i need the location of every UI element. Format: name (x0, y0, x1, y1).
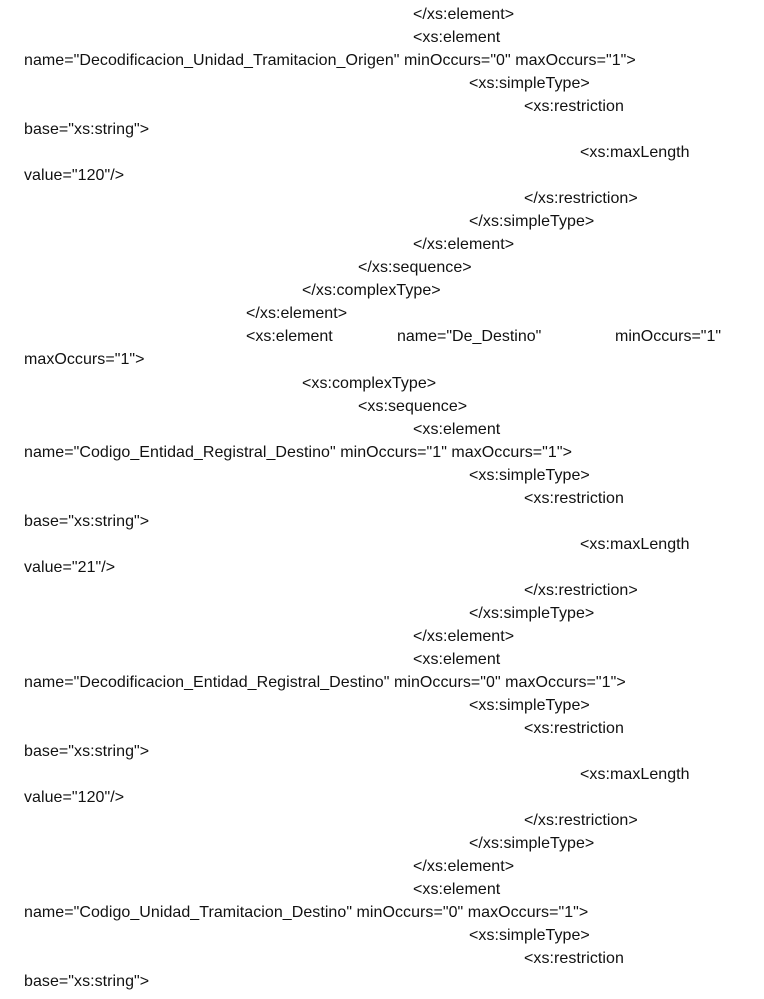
code-line: <xs:restriction (524, 490, 624, 507)
code-line: <xs:restriction (524, 950, 624, 967)
code-line: <xs:restriction (524, 98, 624, 115)
code-line: </xs:restriction> (524, 190, 638, 207)
code-line: name="Decodificacion_Entidad_Registral_D… (24, 674, 626, 691)
code-line: name="Decodificacion_Unidad_Tramitacion_… (24, 52, 636, 69)
code-line: maxOccurs="1"> (24, 351, 145, 368)
code-line: <xs:element (413, 421, 501, 438)
code-line: <xs:maxLength (580, 144, 690, 161)
code-line: <xs:sequence> (358, 398, 468, 415)
code-line: <xs:simpleType> (469, 467, 590, 484)
code-line: </xs:element> (413, 628, 515, 645)
code-line: base="xs:string"> (24, 743, 150, 760)
code-line: <xs:simpleType> (469, 75, 590, 92)
code-line: value="120"/> (24, 167, 125, 184)
code-line: <xs:element (413, 881, 501, 898)
code-line: base="xs:string"> (24, 121, 150, 138)
code-line: </xs:restriction> (524, 582, 638, 599)
code-line: </xs:complexType> (302, 282, 441, 299)
code-line: <xs:simpleType> (469, 697, 590, 714)
code-line: </xs:simpleType> (469, 835, 595, 852)
code-line-segment: name="De_Destino" (397, 328, 542, 345)
code-line: value="21"/> (24, 559, 116, 576)
code-line: </xs:element> (413, 6, 515, 23)
code-line: <xs:maxLength (580, 766, 690, 783)
code-line: </xs:simpleType> (469, 605, 595, 622)
code-line: <xs:element (413, 29, 501, 46)
code-line-segment: minOccurs="1" (615, 328, 722, 345)
code-line: </xs:element> (413, 858, 515, 875)
code-line: base="xs:string"> (24, 973, 150, 990)
code-line: name="Codigo_Unidad_Tramitacion_Destino"… (24, 904, 589, 921)
code-line: </xs:simpleType> (469, 213, 595, 230)
code-line: <xs:restriction (524, 720, 624, 737)
code-line: <xs:element (413, 651, 501, 668)
code-line: <xs:complexType> (302, 375, 437, 392)
code-line: </xs:restriction> (524, 812, 638, 829)
code-line-segment: <xs:element (246, 328, 333, 345)
code-line: base="xs:string"> (24, 513, 150, 530)
code-line: </xs:element> (246, 305, 348, 322)
code-line: value="120"/> (24, 789, 125, 806)
code-line: <xs:simpleType> (469, 927, 590, 944)
code-line: <xs:maxLength (580, 536, 690, 553)
code-line: </xs:element> (413, 236, 515, 253)
code-line: </xs:sequence> (358, 259, 472, 276)
code-line: name="Codigo_Entidad_Registral_Destino" … (24, 444, 572, 461)
